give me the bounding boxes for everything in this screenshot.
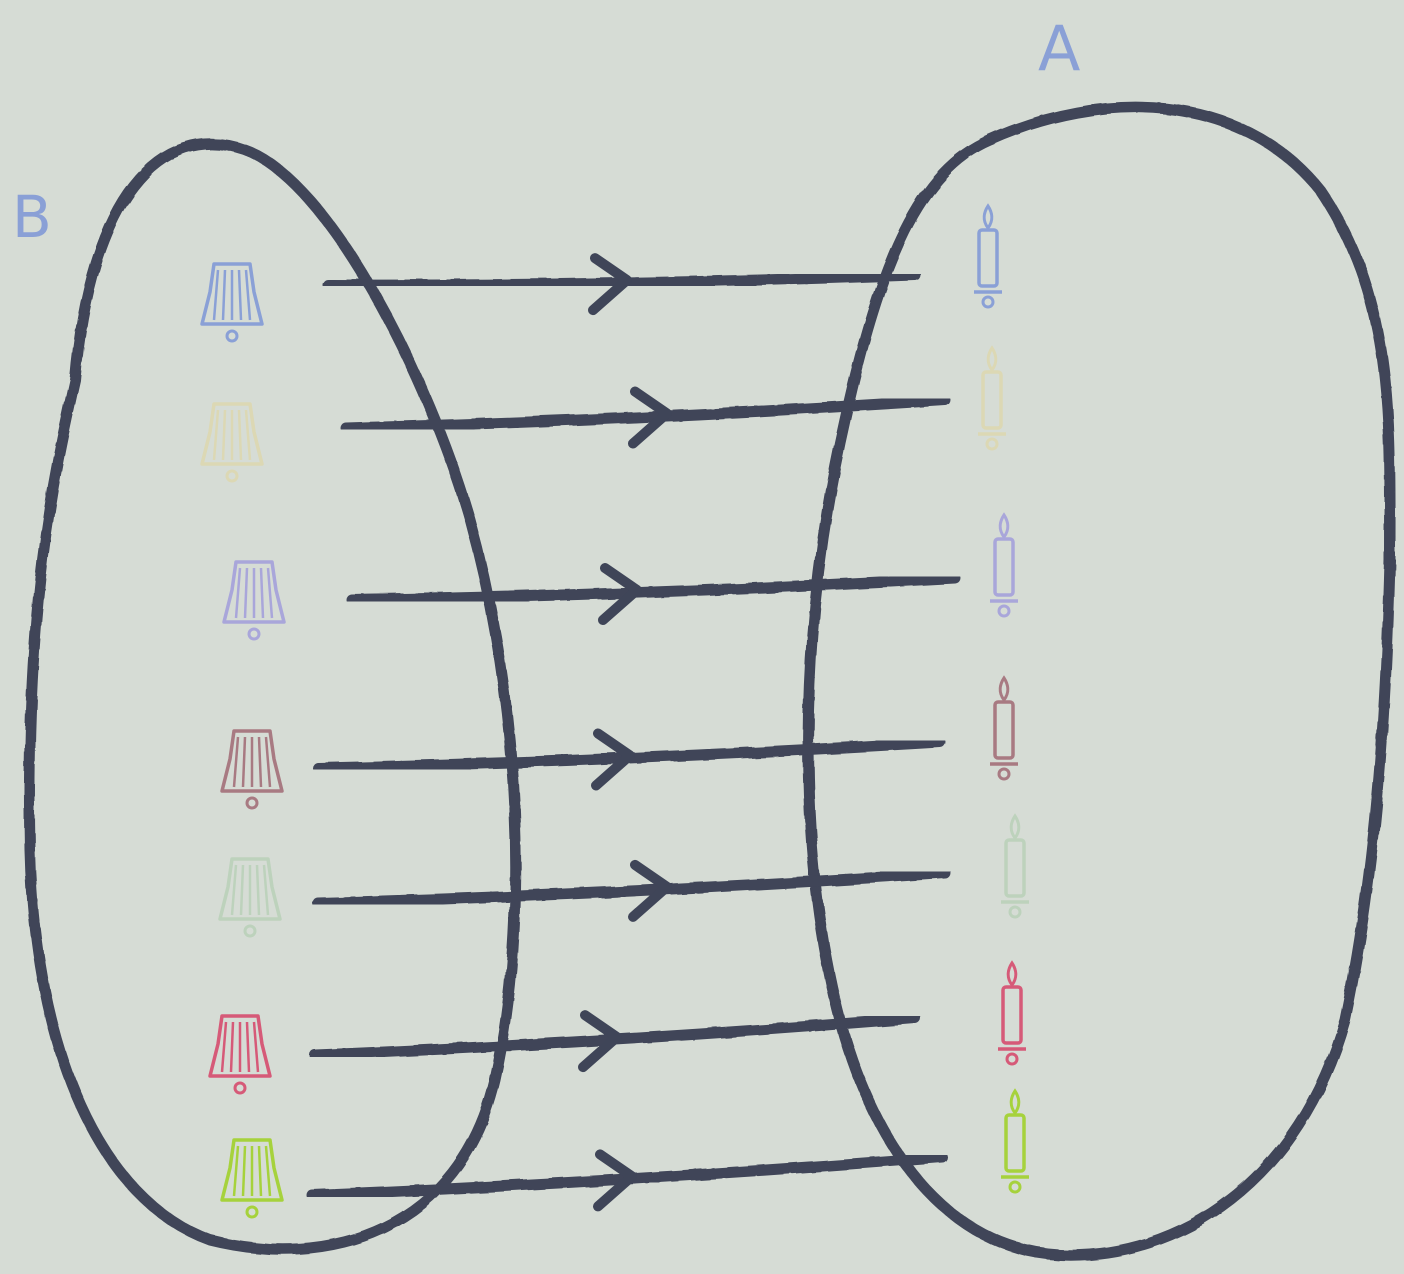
bell-icon-1	[200, 262, 264, 343]
arrow-line-5	[312, 867, 951, 909]
candle-icon-3	[990, 512, 1018, 618]
arrow-head-5	[628, 859, 672, 922]
candle-icon-1	[974, 203, 1002, 309]
candle-icon-7	[1001, 1088, 1029, 1194]
arrow-head-7	[593, 1149, 637, 1212]
set-a-label: A	[1038, 12, 1081, 85]
arrow-head-1	[588, 253, 632, 316]
arrow-line-2	[340, 394, 951, 434]
set-a-outline	[802, 101, 1396, 1261]
bell-icon-4	[220, 729, 284, 810]
arrow-line-3	[346, 572, 961, 606]
bell-icon-5	[218, 857, 282, 938]
candle-icon-4	[990, 675, 1018, 781]
bell-icon-2	[200, 402, 264, 483]
set-b-label: B	[12, 183, 52, 251]
bell-icon-3	[222, 560, 286, 641]
candle-icon-5	[1001, 813, 1029, 919]
bell-icon-7	[220, 1138, 284, 1219]
candle-group	[974, 203, 1029, 1194]
arrow-head-2	[628, 386, 672, 449]
bell-icon-6	[208, 1014, 272, 1095]
arrow-head-4	[591, 728, 635, 791]
set-b-outline	[23, 138, 522, 1255]
arrow-head-3	[598, 563, 642, 626]
bell-group	[200, 262, 286, 1219]
arrow-head-6	[578, 1010, 622, 1073]
arrow-group	[306, 253, 961, 1212]
candle-icon-2	[978, 345, 1006, 451]
candle-icon-6	[998, 960, 1026, 1066]
